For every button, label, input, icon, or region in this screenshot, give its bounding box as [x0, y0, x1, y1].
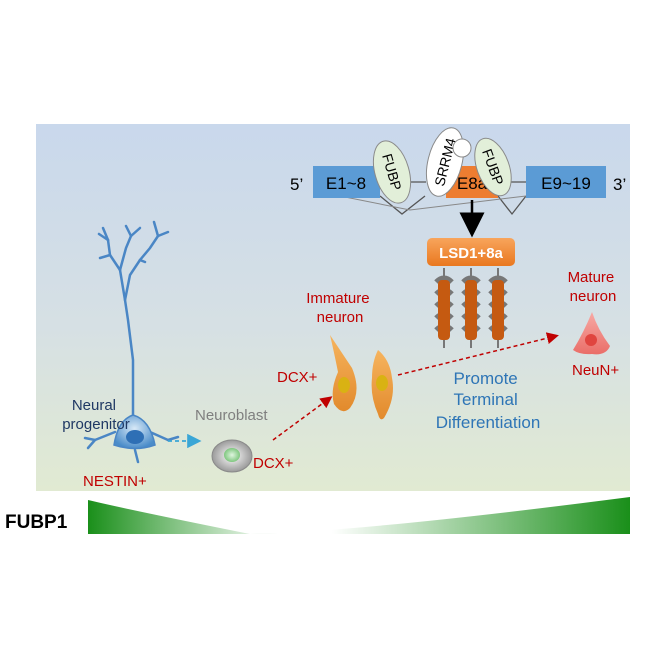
exon-e9-19: [526, 166, 606, 198]
exon-e1-8: [313, 166, 380, 198]
neural-progenitor-cell: [83, 220, 180, 464]
protein-coils: [434, 268, 508, 348]
neuroblast-marker: DCX+: [253, 455, 294, 472]
neuroblast-nucleus: [224, 448, 240, 462]
immature-neuron-nucleus-1: [338, 377, 350, 393]
immature-neuron-cell-1: [330, 335, 357, 412]
nestin-label: NESTIN+: [83, 473, 147, 490]
immature-to-mature-arrow: [397, 332, 559, 376]
exon-e1-8-label: E1~8: [326, 174, 366, 193]
five-prime-label: 5’: [290, 175, 303, 194]
mature-marker: NeuN+: [572, 362, 619, 379]
lsd1-8a-protein: LSD1+8a: [427, 238, 515, 348]
neural-progenitor-label: Neural progenitor: [62, 397, 130, 433]
mature-neuron-nucleus: [585, 334, 597, 346]
neuroblast-label: Neuroblast: [195, 407, 268, 424]
fubp1-gradient-bar: [88, 497, 630, 534]
fubp1-label: FUBP1: [5, 512, 68, 533]
three-prime-label: 3’: [613, 175, 626, 194]
exon-e8a-label: E8a: [457, 174, 488, 193]
immature-marker: DCX+: [277, 369, 318, 386]
neuroblast-to-immature-arrow: [272, 396, 333, 441]
lsd1-8a-label: LSD1+8a: [439, 245, 503, 262]
mature-neuron-cell: [573, 312, 610, 355]
exon-e9-19-label: E9~19: [541, 174, 591, 193]
immature-neuron-label: Immature neuron: [306, 290, 374, 326]
mature-neuron-label: Mature neuron: [568, 269, 619, 305]
progenitor-nucleus: [126, 430, 144, 444]
immature-neuron-nucleus-2: [376, 375, 388, 391]
gene-structure: 5’ E1~8 E8a E9~19 3’ FUBP SRRM4 FUBP: [290, 127, 626, 216]
fubp-right-oval: FUBP: [474, 137, 512, 197]
fubp-left-oval: FUBP: [372, 140, 412, 204]
process-label: Promote Terminal Differentiation: [436, 369, 541, 432]
